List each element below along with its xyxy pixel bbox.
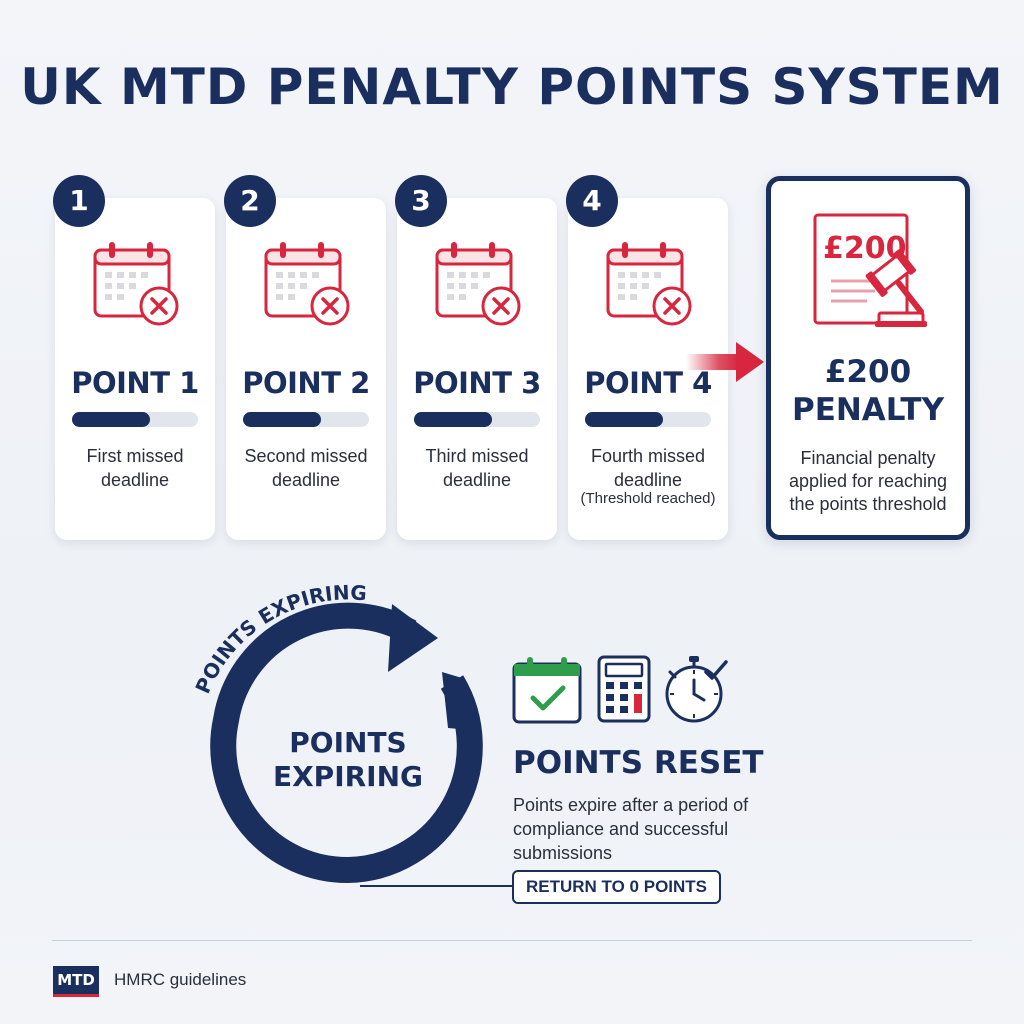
calendar-missed-icon xyxy=(93,242,179,326)
progress-bar-fill xyxy=(414,412,493,427)
calendar-missed-icon xyxy=(435,242,521,326)
expiring-cycle-icon: POINTS EXPIRING xyxy=(190,580,483,884)
penalty-gavel-icon xyxy=(813,213,927,327)
point-label: POINT 4 xyxy=(584,366,712,400)
calendar-missed-icon xyxy=(264,242,350,326)
mtd-logo: MTD xyxy=(53,966,99,997)
progress-bar-fill xyxy=(72,412,151,427)
calculator-icon xyxy=(597,655,651,723)
step-badge-4: 4 xyxy=(566,175,618,227)
footer-text: HMRC guidelines xyxy=(114,970,247,989)
progress-bar xyxy=(72,412,198,427)
progress-bar xyxy=(414,412,540,427)
progress-bar-fill xyxy=(243,412,322,427)
calendar-check-icon xyxy=(512,657,582,724)
reset-title: POINTS RESET xyxy=(513,745,764,781)
progress-bar-fill xyxy=(585,412,664,427)
step-badge-3: 3 xyxy=(395,175,447,227)
stopwatch-check-icon xyxy=(665,656,728,723)
threshold-note: (Threshold reached) xyxy=(580,490,716,507)
point-label: POINT 1 xyxy=(71,366,199,400)
step-badge-1: 1 xyxy=(53,175,105,227)
point-label: POINT 2 xyxy=(242,366,370,400)
progress-bar xyxy=(585,412,711,427)
step-badge-2: 2 xyxy=(224,175,276,227)
arrow-right-icon xyxy=(686,342,764,382)
penalty-document-amount: £200 xyxy=(823,231,907,266)
page-title: UK MTD PENALTY POINTS SYSTEM xyxy=(20,58,1004,116)
footer-divider xyxy=(52,940,972,941)
progress-bar xyxy=(243,412,369,427)
calendar-missed-icon xyxy=(606,242,692,326)
return-to-zero-badge: RETURN TO 0 POINTS xyxy=(512,870,721,904)
connector-line xyxy=(360,885,514,887)
point-label: POINT 3 xyxy=(413,366,541,400)
